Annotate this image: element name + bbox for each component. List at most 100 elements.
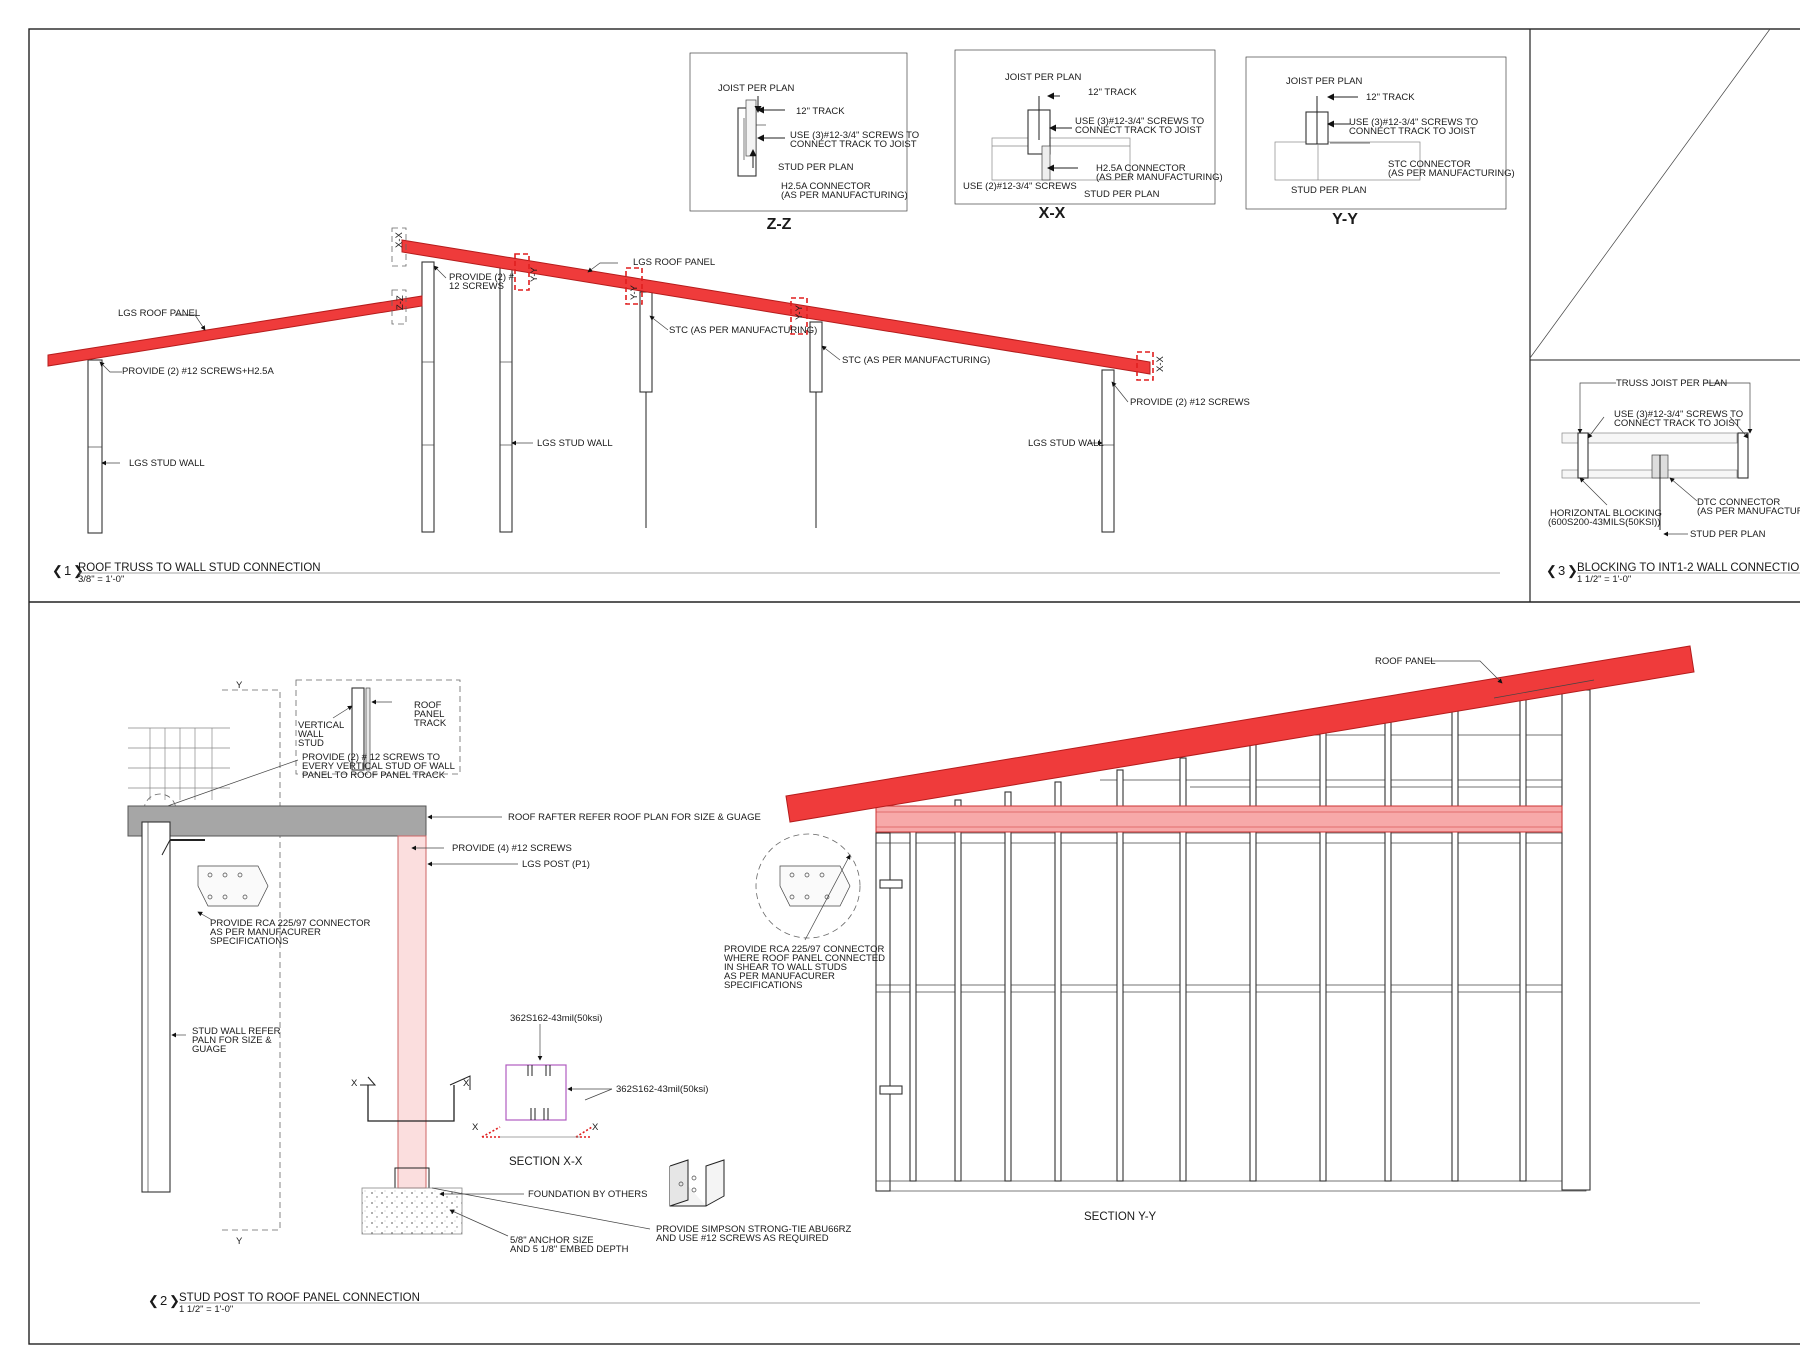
zz-joist-label: JOIST PER PLAN [718,83,795,94]
zz-stud-label: STUD PER PLAN [778,162,854,173]
vertical-wall-stud-label-3: STUD [298,738,324,749]
lgs-post [397,835,427,1189]
detail2-chevron-right-icon: ❯ [169,1293,180,1309]
stud-spec-right-label: 362S162-43mil(50ksi) [616,1084,708,1095]
stud-wall-label-2: PALN FOR SIZE & [192,1035,272,1046]
detail-yy: JOIST PER PLAN 12" TRACK USE (3)#12-3/4"… [1245,56,1515,228]
zz-track-label: 12" TRACK [796,106,845,117]
anchor-label-2: AND 5 1/8" EMBED DEPTH [510,1244,629,1255]
yy-screws-label-2: CONNECT TRACK TO JOIST [1349,126,1476,137]
y-top-label: Y [236,680,243,691]
detail2-title: STUD POST TO ROOF PANEL CONNECTION [179,1292,420,1304]
stc-label-b: STC (AS PER MANUFACTURING) [842,355,990,366]
tag-yy-2: Y-Y [629,284,640,300]
roof-panel-label-mid: LGS ROOF PANEL [633,257,715,268]
detail-2: Y Y VERTICAL WALL STUD ROOF PANEL TRACK … [127,645,1700,1315]
detail-1: X-X Z-Z Y-Y Y-Y Y-Y X-X LGS ROOF PANEL L… [47,227,1500,585]
d3-dtc-label-1: DTC CONNECTOR [1697,497,1780,508]
d3-screws-label-1: USE (3)#12-3/4" SCREWS TO [1614,409,1743,420]
detail2-chevron-left-icon: ❮ [148,1293,159,1309]
section-yy-wall [785,645,1695,1192]
roof-panel-track-label-2: PANEL [414,709,444,720]
foundation [361,1187,463,1235]
left-framing [128,727,230,800]
provide-screws-label-3: PANEL TO ROOF PANEL TRACK [302,770,446,781]
detail1-studs [87,257,1115,534]
section-xx-caption: SECTION X-X [509,1156,583,1168]
provide-right-label: PROVIDE (2) #12 SCREWS [1130,397,1250,408]
d3-dtc-label-2: (AS PER MANUFACTURING) [1697,506,1800,517]
provide-h25-label: PROVIDE (2) #12 SCREWS+H2.5A [122,366,274,377]
x-label-sec-right: X [592,1122,599,1133]
detail2-number: 2 [160,1293,167,1308]
detail3-chevron-right-icon: ❯ [1567,563,1578,579]
rca-shear-label-4: AS PER MANUFACURER [724,971,835,982]
section-xx-title: X-X [1039,205,1066,222]
rca-connector-icon-2 [779,865,851,907]
tag-zz: Z-Z [395,295,406,310]
vertical-wall-stud-label-2: WALL [298,729,324,740]
zz-screws-label-1: USE (3)#12-3/4" SCREWS TO [790,130,919,141]
rca-connector-icon [197,865,269,907]
detail3-chevron-left-icon: ❮ [1546,563,1557,579]
y-bottom-label: Y [236,1236,243,1247]
rca-label-3: SPECIFICATIONS [210,936,288,947]
simpson-label-1: PROVIDE SIMPSON STRONG-TIE ABU66RZ [656,1224,852,1235]
detail3-title: BLOCKING TO INT1-2 WALL CONNECTION [1577,562,1800,574]
xx-h25-label-2: (AS PER MANUFACTURING) [1096,172,1223,183]
tag-xx-right: X-X [1155,356,1166,373]
stud-wall-label-left: LGS STUD WALL [129,458,205,469]
x-label-right: X [463,1078,470,1089]
post-label: LGS POST (P1) [522,859,590,870]
x-label-left: X [351,1078,358,1089]
detail1-scale: 3/8" = 1'-0" [78,574,124,585]
detail1-roof-panel-left [47,295,423,367]
detail1-chevron-left-icon: ❮ [52,563,63,579]
tag-yy-3: Y-Y [794,304,805,320]
sheet-frame [28,28,1800,1345]
rca-shear-label-3: IN SHEAR TO WALL STUDS [724,962,847,973]
x-label-sec-left: X [472,1122,479,1133]
rca-label-1: PROVIDE RCA 225/97 CONNECTOR [210,918,370,929]
tag-yy-1: Y-Y [529,266,540,282]
yy-screws-label-1: USE (3)#12-3/4" SCREWS TO [1349,117,1478,128]
xx-screws-low-label: USE (2)#12-3/4" SCREWS [963,181,1077,192]
detail-3: TRUSS JOIST PER PLAN USE (3)#12-3/4" SCR… [1546,378,1800,585]
d3-screws-label-2: CONNECT TRACK TO JOIST [1614,418,1741,429]
roof-panel-track-label-3: TRACK [414,718,447,729]
detail-zz: JOIST PER PLAN 12" TRACK USE (3)#12-3/4"… [689,52,919,233]
stud-wall-label-right: LGS STUD WALL [1028,438,1104,449]
anchor-label-1: 5/8" ANCHOR SIZE [510,1235,594,1246]
zz-screws-label-2: CONNECT TRACK TO JOIST [790,139,917,150]
stc-label-a: STC (AS PER MANUFACTURING) [669,325,817,336]
d3-blocking-label-1: HORIZONTAL BLOCKING [1550,508,1662,519]
detail1-roof-panel-right [401,239,1151,375]
xx-screws-label-2: CONNECT TRACK TO JOIST [1075,125,1202,136]
section-yy-roof-panel [785,645,1695,823]
provide-2-label-b: 12 SCREWS [449,281,504,292]
foundation-label: FOUNDATION BY OTHERS [528,1189,647,1200]
detail-xx: JOIST PER PLAN 12" TRACK USE (3)#12-3/4"… [954,49,1223,222]
stud-wall-label-1: STUD WALL REFER [192,1026,281,1037]
section-yy-title: Y-Y [1332,211,1358,228]
provide4-label: PROVIDE (4) #12 SCREWS [452,843,572,854]
detail1-chevron-right-icon: ❯ [73,563,84,579]
d3-stud-label: STUD PER PLAN [1690,529,1766,540]
zz-h25-label-2: (AS PER MANUFACTURING) [781,190,908,201]
roof-panel-track-band [875,805,1563,833]
xx-joist-label: JOIST PER PLAN [1005,72,1082,83]
simpson-connector-icon [669,1159,725,1207]
rca-shear-label-2: WHERE ROOF PANEL CONNECTED [724,953,885,964]
roof-panel-track-label-1: ROOF [414,700,442,711]
detail1-title: ROOF TRUSS TO WALL STUD CONNECTION [78,562,321,574]
d3-truss-label: TRUSS JOIST PER PLAN [1616,378,1727,389]
xx-stud-label: STUD PER PLAN [1084,189,1160,200]
detail1-number: 1 [64,563,71,578]
section-zz-title: Z-Z [767,216,792,233]
tag-xx-top: X-X [394,232,405,249]
xx-h25-label-1: H2.5A CONNECTOR [1096,163,1186,174]
rca-label-2: AS PER MANUFACURER [210,927,321,938]
zz-h25-label-1: H2.5A CONNECTOR [781,181,871,192]
yy-joist-label: JOIST PER PLAN [1286,76,1363,87]
